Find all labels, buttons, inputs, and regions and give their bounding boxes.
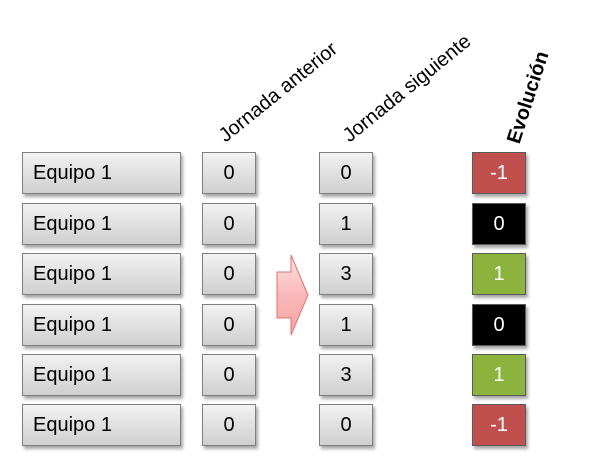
evolution-badge: 1 <box>472 253 526 295</box>
next-score-cell: 3 <box>319 253 373 295</box>
team-name-cell: Equipo 1 <box>22 152 181 194</box>
previous-score-cell: 0 <box>202 203 256 245</box>
header-next-round: Jornada siguiente <box>338 30 476 147</box>
previous-score-cell: 0 <box>202 152 256 194</box>
next-score-cell: 1 <box>319 203 373 245</box>
previous-score-cell: 0 <box>202 354 256 396</box>
team-name-cell: Equipo 1 <box>22 203 181 245</box>
evolution-badge: -1 <box>472 152 526 194</box>
team-name-cell: Equipo 1 <box>22 253 181 295</box>
evolution-badge: 1 <box>472 354 526 396</box>
previous-score-cell: 0 <box>202 404 256 446</box>
previous-score-cell: 0 <box>202 253 256 295</box>
next-score-cell: 3 <box>319 354 373 396</box>
next-score-cell: 0 <box>319 404 373 446</box>
evolution-badge: 0 <box>472 304 526 346</box>
team-name-cell: Equipo 1 <box>22 404 181 446</box>
evolution-badge: 0 <box>472 203 526 245</box>
previous-score-cell: 0 <box>202 304 256 346</box>
arrow-shape <box>276 254 309 336</box>
team-name-cell: Equipo 1 <box>22 304 181 346</box>
header-previous-round: Jornada anterior <box>214 38 342 147</box>
next-score-cell: 0 <box>319 152 373 194</box>
evolution-badge: -1 <box>472 404 526 446</box>
next-score-cell: 1 <box>319 304 373 346</box>
team-name-cell: Equipo 1 <box>22 354 181 396</box>
right-arrow-icon <box>276 254 309 336</box>
header-evolution: Evolución <box>503 48 554 147</box>
